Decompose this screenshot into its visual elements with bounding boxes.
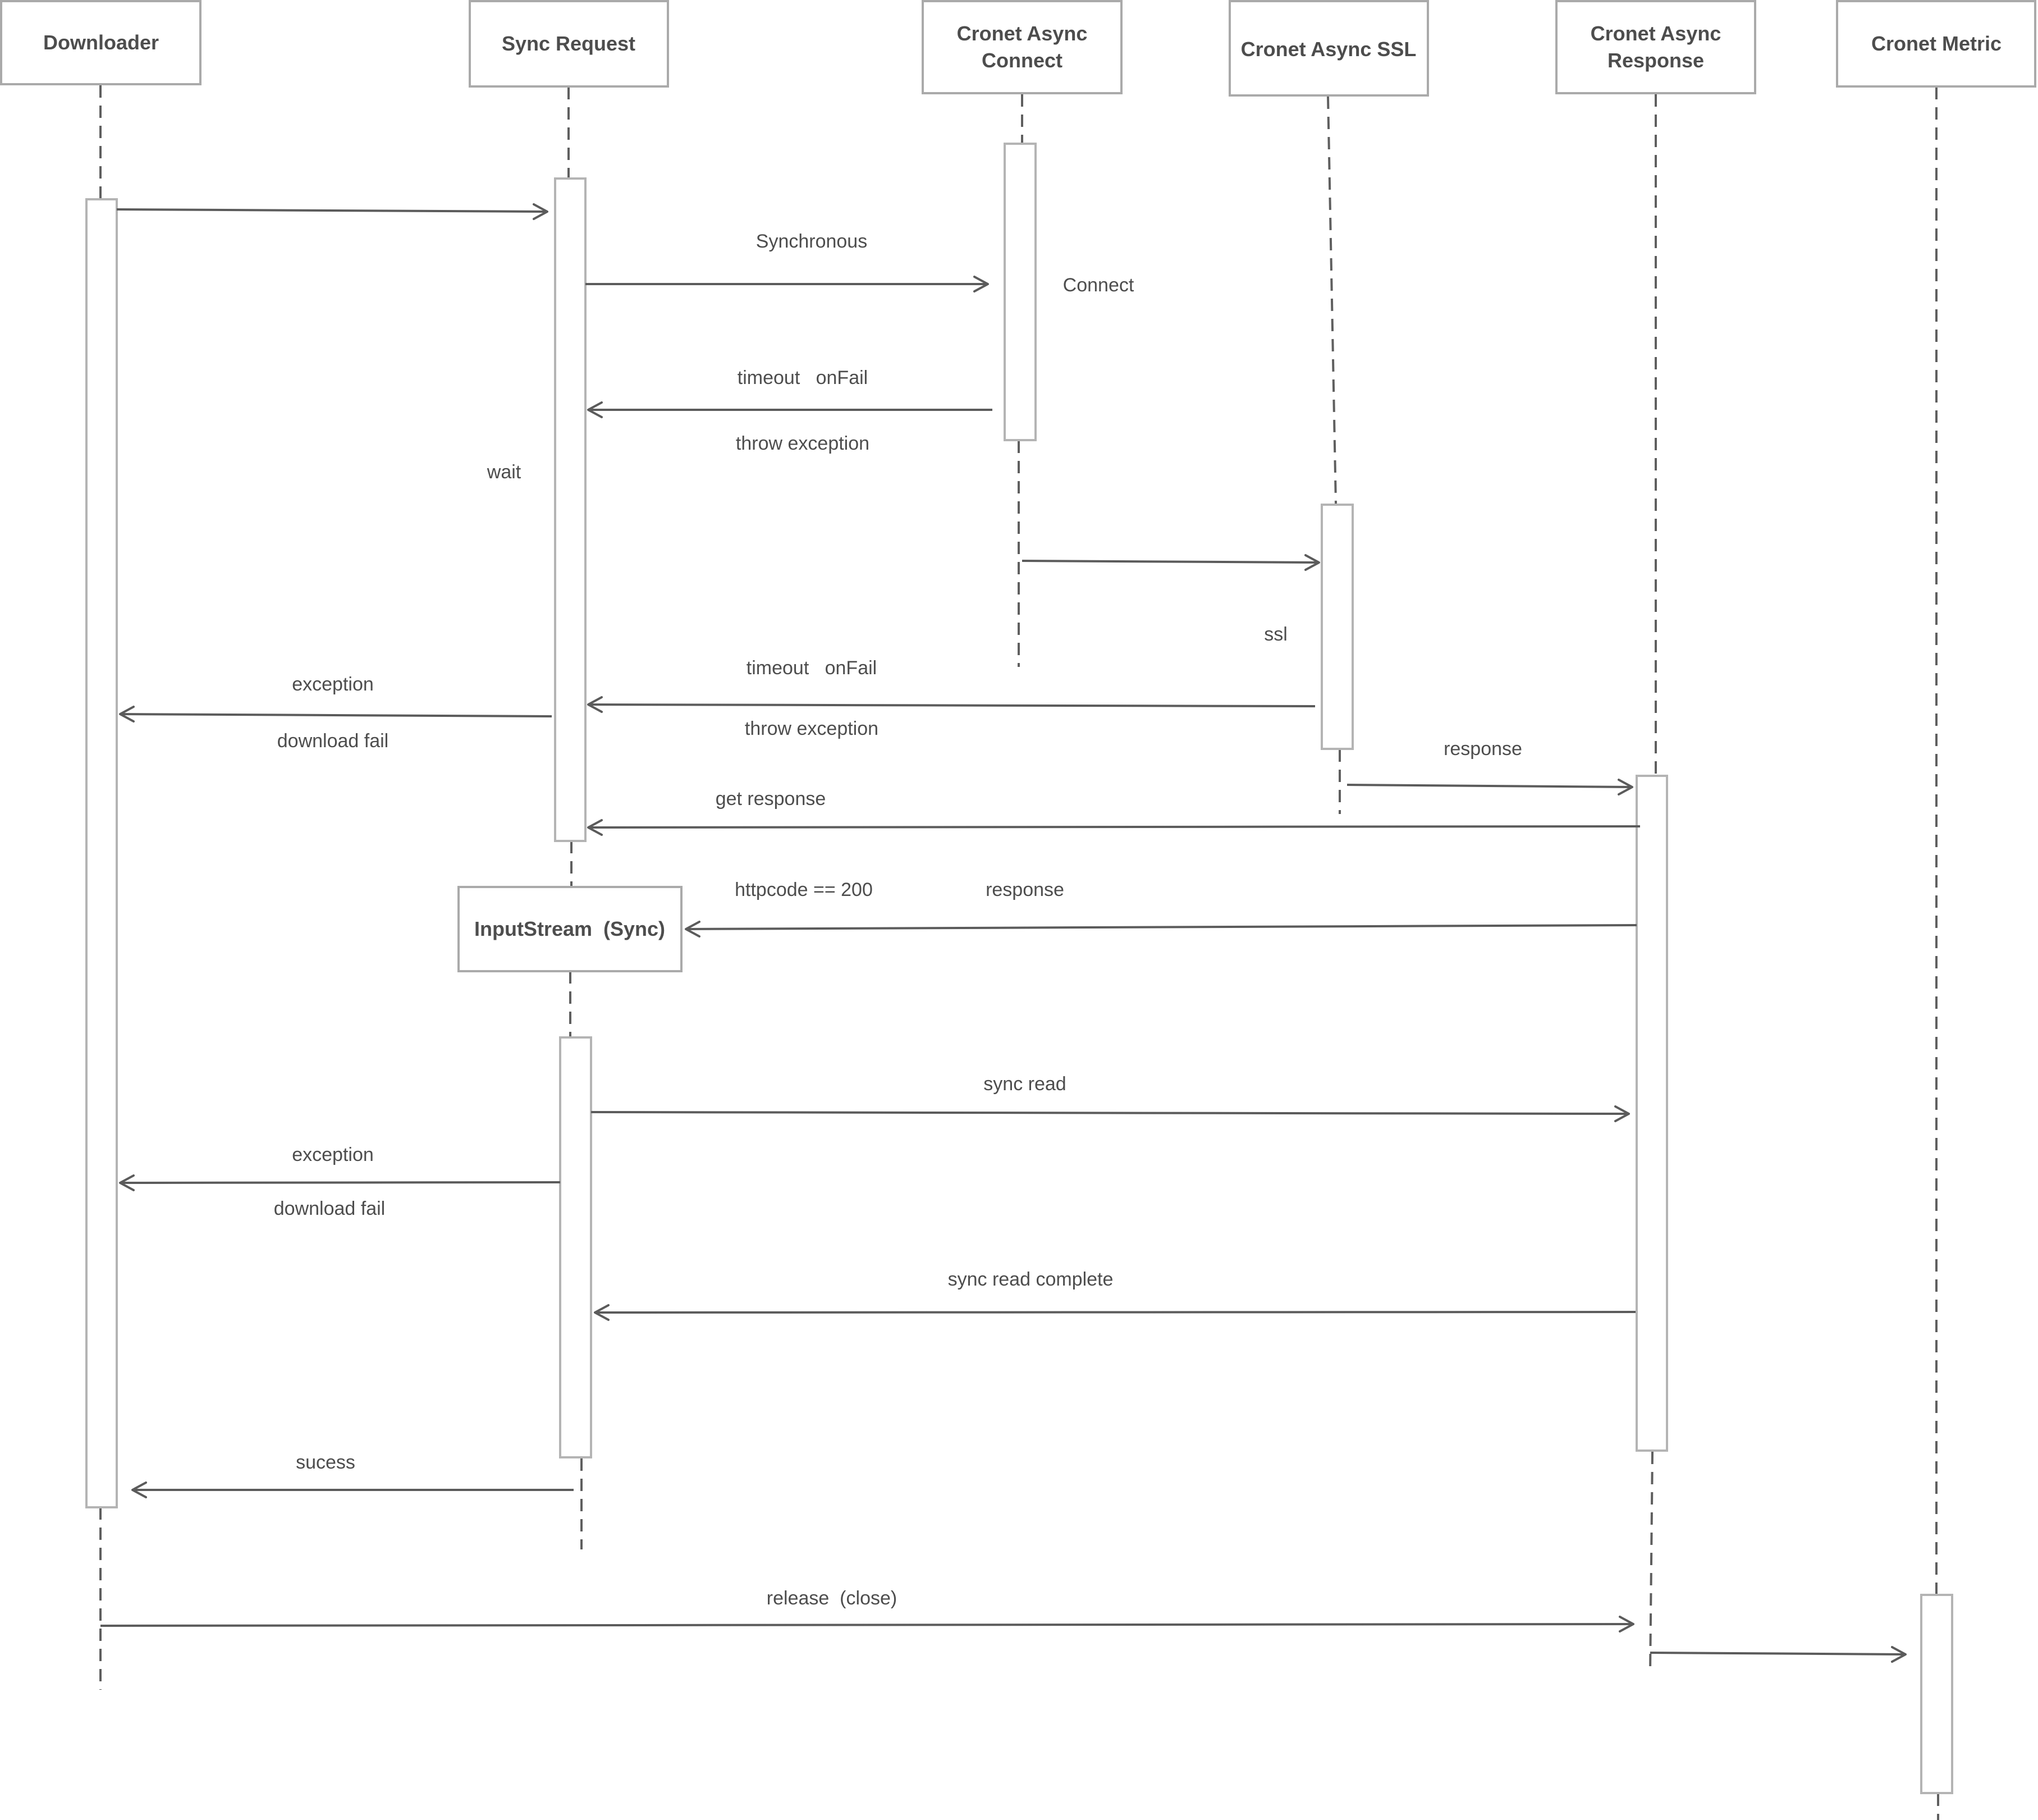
activation-response <box>1636 775 1668 1452</box>
participant-cronet-async-connect-label-1: Cronet Async <box>957 22 1088 45</box>
lifeline-response-bottom <box>1649 1451 1654 1673</box>
activation-downloader <box>85 198 118 1508</box>
lifeline-ssl-top <box>1327 96 1337 505</box>
note-ssl: ssl <box>1264 624 1288 645</box>
label-sync-read: sync read <box>983 1073 1066 1095</box>
note-connect: Connect <box>1063 275 1134 296</box>
activations <box>85 143 1953 1794</box>
msg-inputstream-to-response-sync-read <box>590 1105 1630 1122</box>
participant-cronet-async-connect-label-2: Connect <box>982 49 1062 72</box>
lifelines <box>99 85 1939 1820</box>
participant-cronet-async-response-label-1: Cronet Async <box>1591 22 1721 45</box>
msg-downloader-to-sync <box>116 203 548 220</box>
msg-sync-to-connect <box>585 276 989 292</box>
msg-inputstream-to-downloader-exception-2 <box>119 1174 561 1191</box>
msg-inputstream-to-downloader-sucess <box>131 1481 574 1498</box>
activation-connect <box>1004 143 1037 441</box>
participant-downloader-label: Downloader <box>43 31 159 54</box>
inputstream-object-label: InputStream (Sync) <box>474 917 665 940</box>
label-sucess: sucess <box>296 1452 355 1473</box>
label-sync-read-complete: sync read complete <box>948 1269 1114 1290</box>
participant-cronet-metric: Cronet Metric <box>1836 0 2036 88</box>
participant-cronet-async-response: Cronet Async Response <box>1555 0 1756 94</box>
msg-downloader-to-response-release <box>100 1616 1634 1632</box>
participant-cronet-async-ssl-label: Cronet Async SSL <box>1241 38 1417 61</box>
label-exception-1: exception <box>292 674 374 695</box>
participant-downloader: Downloader <box>0 0 201 85</box>
participant-cronet-async-response-label-2: Response <box>1607 49 1704 72</box>
participant-headers: Downloader Sync Request Cronet Async Con… <box>0 0 2036 97</box>
label-throw-exception-1: throw exception <box>736 433 869 454</box>
participant-cronet-async-connect: Cronet Async Connect <box>922 0 1123 94</box>
participant-sync-request-label: Sync Request <box>502 32 635 55</box>
label-get-response: get response <box>716 788 826 810</box>
activation-ssl <box>1321 504 1354 750</box>
label-timeout-onfail-1: timeout onFail <box>738 367 868 388</box>
participant-cronet-async-ssl: Cronet Async SSL <box>1229 0 1429 97</box>
label-response-ssl: response <box>1444 738 1522 760</box>
notes: wait Connect ssl <box>487 275 1288 645</box>
label-throw-exception-2: throw exception <box>745 718 878 739</box>
label-synchronous: Synchronous <box>756 231 867 252</box>
activation-sync-request <box>554 177 587 842</box>
msg-response-to-metric <box>1650 1646 1907 1663</box>
label-download-fail-2: download fail <box>274 1198 385 1219</box>
activation-inputstream <box>559 1036 592 1458</box>
label-httpcode: httpcode == 200 <box>735 879 873 900</box>
label-download-fail-1: download fail <box>277 730 388 752</box>
msg-connect-to-ssl <box>1022 554 1320 571</box>
msg-connect-to-sync-timeout <box>587 401 992 418</box>
msg-response-to-inputstream <box>685 921 1637 938</box>
msg-ssl-to-sync-timeout <box>587 696 1316 713</box>
msg-ssl-to-response <box>1347 779 1633 795</box>
label-release-close: release (close) <box>767 1588 897 1609</box>
message-labels: Synchronous timeout onFail throw excepti… <box>274 231 1522 1609</box>
msg-response-to-inputstream-read-complete <box>594 1304 1636 1321</box>
participant-sync-request: Sync Request <box>469 0 669 88</box>
inputstream-object-box: InputStream (Sync) <box>457 886 683 972</box>
messages <box>100 203 1907 1663</box>
msg-sync-to-downloader-exception-1 <box>119 706 552 722</box>
label-exception-2: exception <box>292 1144 374 1165</box>
msg-response-to-sync-get-response <box>587 819 1641 836</box>
label-response-stream: response <box>986 879 1064 900</box>
participant-cronet-metric-label: Cronet Metric <box>1871 32 2002 55</box>
label-timeout-onfail-2: timeout onFail <box>746 657 877 679</box>
note-wait: wait <box>487 461 521 483</box>
activation-metric <box>1920 1594 1953 1794</box>
